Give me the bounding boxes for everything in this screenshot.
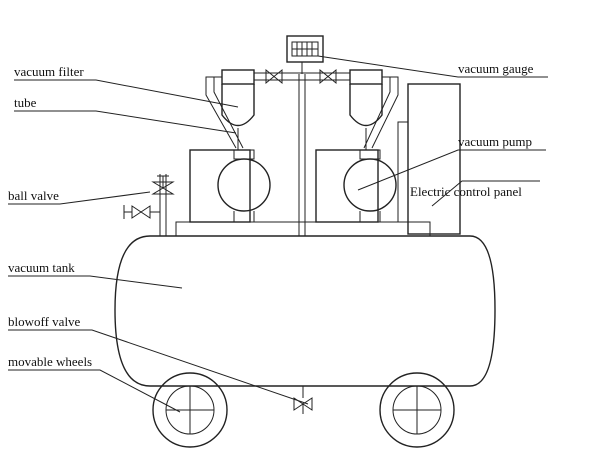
header-valve-left — [265, 68, 283, 85]
label-vacuum-pump: vacuum pump — [458, 134, 532, 149]
electric-control-panel — [397, 83, 461, 235]
label-vacuum-filter: vacuum filter — [14, 64, 84, 79]
tube-right — [363, 76, 399, 149]
leader-lines — [8, 55, 548, 413]
vacuum-gauge-assembly — [286, 35, 324, 74]
blowoff-valve-symbol — [293, 386, 313, 414]
label-vacuum-tank: vacuum tank — [8, 260, 75, 275]
ball-valve-symbol — [123, 174, 175, 236]
label-vacuum-gauge: vacuum gauge — [458, 61, 534, 76]
vacuum-tank-body — [114, 235, 496, 387]
header-valve-right — [319, 68, 337, 85]
wheel-right — [379, 372, 455, 448]
label-ball-valve: ball valve — [8, 188, 59, 203]
tube-left — [205, 76, 244, 149]
vacuum-pump-right — [315, 149, 397, 223]
vacuum-pump-left — [189, 149, 271, 223]
label-electric-control-panel: Electric control panel — [410, 184, 522, 199]
pump-base-plate — [175, 221, 431, 237]
label-blowoff-valve: blowoff valve — [8, 314, 81, 329]
label-movable-wheels: movable wheels — [8, 354, 92, 369]
label-tube: tube — [14, 95, 37, 110]
wheel-left — [152, 372, 228, 448]
